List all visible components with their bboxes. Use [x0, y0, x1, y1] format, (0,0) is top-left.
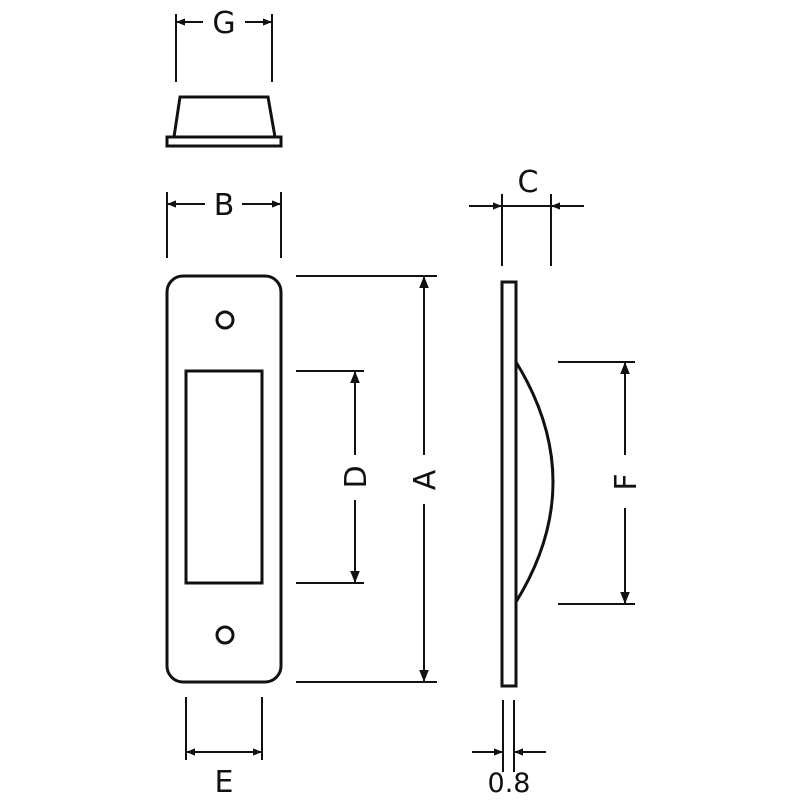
side-profile-plate: [500, 280, 518, 688]
dimension-label-f: F: [609, 473, 644, 490]
side-view: C F 0.8: [469, 165, 644, 799]
dimension-label-a: A: [408, 469, 443, 490]
dimension-label-b: B: [214, 188, 235, 223]
dimension-label-g: G: [212, 6, 235, 41]
latch-opening: [184, 369, 264, 585]
strike-plate-outline: [165, 274, 283, 684]
screw-hole-top: [215, 310, 235, 330]
screw-hole-bottom: [215, 625, 235, 645]
top-view: G: [165, 6, 283, 148]
dimension-label-d: D: [339, 465, 374, 488]
front-view: B A D E: [165, 188, 443, 800]
dimension-label-thickness: 0.8: [488, 768, 531, 799]
top-view-base: [165, 135, 283, 148]
side-profile-curve: [514, 361, 555, 603]
top-view-body: [172, 95, 277, 138]
dimension-label-e: E: [215, 765, 234, 800]
dimension-label-c: C: [518, 165, 539, 200]
